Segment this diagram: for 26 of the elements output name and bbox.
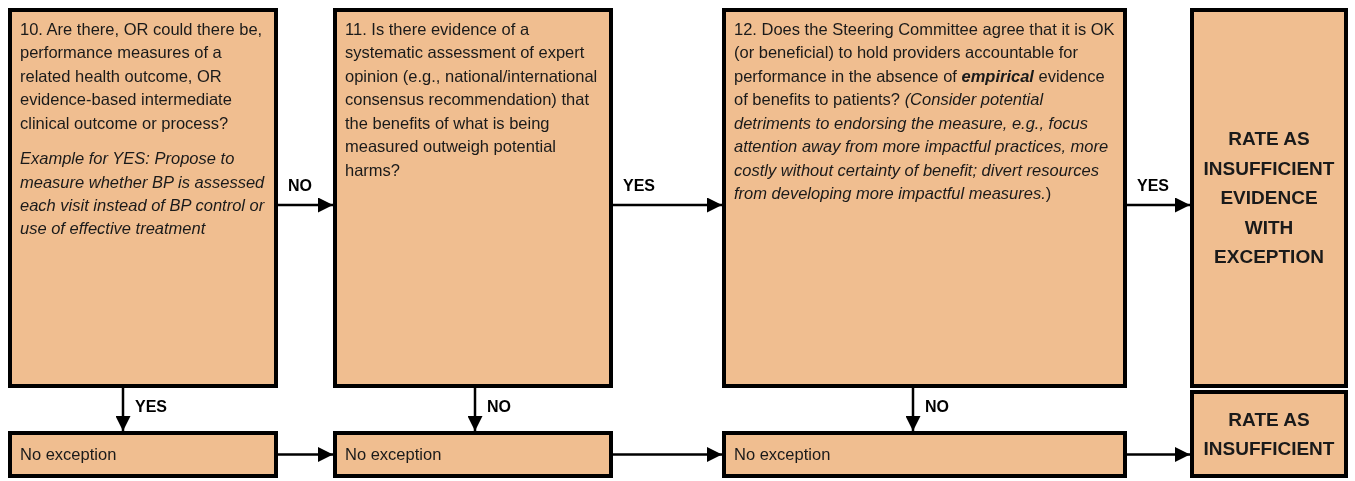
question-text: 10. Are there, OR could there be, performance measures of a related health outcome, OR evidence-based intermediate clinical outcome or process? — [20, 19, 264, 134]
question-box — [722, 8, 1127, 388]
box-text: No exception — [734, 443, 831, 465]
outcome-box — [1190, 390, 1348, 478]
question-text: 12. Does the Steering Committee agree that it is OK (or beneficial) to hold providers accountable for performance in the absence of empirical evidence of benefits to patients? (Consider potential detriments to endorsing the measure, e.g., focus attention away from more impactful practices, more costly without certainty of benefit; divert resources from developing more impactful measures.) — [734, 19, 1115, 204]
arrow — [613, 197, 722, 213]
box-text: No exception — [345, 443, 442, 465]
box-text: RATE AS INSUFFICIENT — [1202, 407, 1336, 461]
question-text: 11. Is there evidence of a systematic assessment of expert opinion (e.g., national/international consensus recommendation) that the benefits of what is being measured outweigh potential harms? — [345, 19, 599, 181]
result-box — [722, 431, 1127, 478]
arrow — [278, 447, 333, 462]
arrow — [1127, 447, 1190, 462]
arrow — [278, 197, 333, 213]
box-text: No exception — [20, 443, 117, 465]
arrow — [467, 388, 483, 431]
arrow — [1127, 197, 1190, 213]
question-box — [333, 8, 613, 388]
result-box — [8, 431, 278, 478]
outcome-box — [1190, 8, 1348, 388]
result-box — [333, 431, 613, 478]
arrow — [905, 388, 921, 431]
arrow — [115, 388, 131, 431]
example-text: Example for YES: Propose to measure whether BP is assessed each visit instead of BP control or use of effective treatment — [20, 148, 266, 240]
arrow — [613, 447, 722, 462]
question-box — [8, 8, 278, 388]
box-text: RATE AS INSUFFICIENT EVIDENCE WITH EXCEPTION — [1202, 127, 1336, 270]
